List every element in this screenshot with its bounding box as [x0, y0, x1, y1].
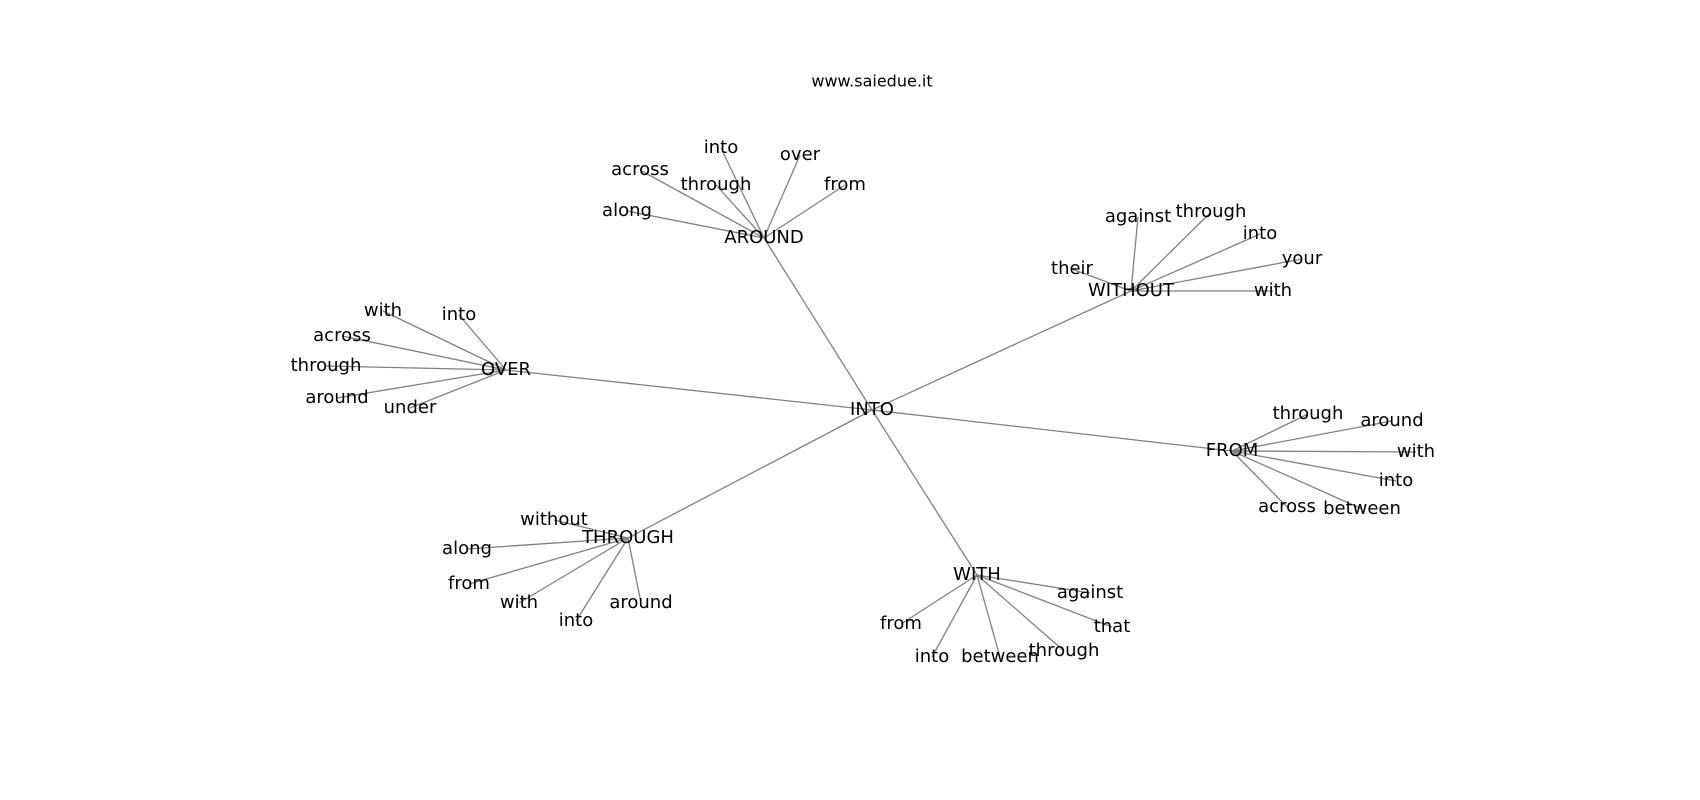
- site-caption: www.saiedue.it: [811, 72, 932, 91]
- edge-from-into: [1231, 450, 1397, 482]
- leaf-node-label-without-their: their: [1051, 258, 1094, 279]
- leaf-node-label-without-against: against: [1105, 206, 1171, 227]
- edge-over-through: [325, 365, 507, 371]
- edge-around-along: [626, 210, 765, 239]
- edge-with-into: [931, 574, 978, 658]
- edge-through-around: [627, 537, 642, 604]
- edge-root-from: [871, 409, 1233, 452]
- edge-over-into: [458, 314, 507, 371]
- edge-from-through: [1231, 413, 1309, 452]
- edge-around-from: [763, 184, 846, 239]
- edge-root-through: [627, 409, 873, 539]
- hub-node-label-through: THROUGH: [581, 527, 674, 548]
- edge-root-with: [871, 409, 978, 576]
- edge-over-under: [409, 369, 507, 409]
- leaf-node-label-without-into: into: [1243, 223, 1277, 244]
- leaf-node-label-through-without: without: [520, 509, 588, 530]
- edge-from-around: [1231, 420, 1393, 452]
- leaf-node-label-with-that: that: [1094, 616, 1131, 637]
- leaf-node-label-around-along: along: [602, 200, 652, 221]
- graph-nodes: INTO AROUND into over across through from along…: [291, 137, 1435, 667]
- hub-node-label-from: FROM: [1206, 440, 1259, 461]
- leaf-node-label-around-over: over: [780, 144, 821, 165]
- root-node-label: INTO: [850, 399, 894, 420]
- leaf-node-label-with-through: through: [1029, 640, 1100, 661]
- edge-from-with: [1231, 450, 1417, 453]
- leaf-node-label-with-from: from: [880, 613, 922, 634]
- edge-through-along: [466, 537, 629, 550]
- leaf-node-label-without-your: your: [1282, 248, 1323, 269]
- edge-around-into: [720, 147, 765, 239]
- graph-edges: [325, 147, 1417, 658]
- leaf-node-label-around-from: from: [824, 174, 866, 195]
- edge-over-across: [341, 335, 507, 371]
- edge-from-between: [1231, 450, 1363, 510]
- leaf-node-label-from-with: with: [1397, 441, 1435, 462]
- edge-root-without: [871, 290, 1132, 411]
- leaf-node-label-over-across: across: [313, 325, 371, 346]
- leaf-node-label-without-through: through: [1176, 201, 1247, 222]
- leaf-node-label-through-along: along: [442, 538, 492, 559]
- leaf-node-label-with-against: against: [1057, 582, 1123, 603]
- edge-from-across: [1231, 450, 1288, 508]
- edge-root-over: [505, 369, 873, 411]
- hub-node-label-around: AROUND: [724, 227, 804, 248]
- edge-without-your: [1130, 258, 1303, 292]
- leaf-node-label-over-through: through: [291, 355, 362, 376]
- leaf-node-label-around-across: across: [611, 159, 669, 180]
- edge-without-their: [1071, 268, 1132, 292]
- edge-with-against: [976, 574, 1091, 594]
- leaf-node-label-through-from: from: [448, 573, 490, 594]
- leaf-node-label-over-with: with: [364, 300, 402, 321]
- edge-through-without: [553, 519, 629, 539]
- leaf-node-label-from-into: into: [1379, 470, 1413, 491]
- leaf-node-label-through-around: around: [609, 592, 672, 613]
- leaf-node-label-over-around: around: [305, 387, 368, 408]
- leaf-node-label-from-between: between: [1323, 498, 1401, 519]
- leaf-node-label-with-between: between: [961, 646, 1039, 667]
- hub-node-label-without: WITHOUT: [1088, 280, 1175, 301]
- edge-with-between: [976, 574, 1001, 658]
- leaf-node-label-around-through: through: [681, 174, 752, 195]
- edge-through-from: [468, 537, 629, 585]
- edge-around-over: [763, 154, 801, 239]
- leaf-node-label-from-through: through: [1273, 403, 1344, 424]
- edge-over-around: [336, 369, 507, 399]
- hub-node-label-with: WITH: [953, 564, 1001, 585]
- edge-with-through: [976, 574, 1065, 652]
- edge-without-through: [1130, 211, 1212, 292]
- edge-without-into: [1130, 233, 1261, 292]
- leaf-node-label-through-with: with: [500, 592, 538, 613]
- edge-with-that: [976, 574, 1113, 628]
- leaf-node-label-without-with: with: [1254, 280, 1292, 301]
- leaf-node-label-through-into: into: [559, 610, 593, 631]
- edge-with-from: [900, 574, 978, 625]
- leaf-node-label-over-under: under: [384, 397, 437, 418]
- leaf-node-label-with-into: into: [915, 646, 949, 667]
- leaf-node-label-around-into: into: [704, 137, 738, 158]
- edge-through-into: [575, 537, 629, 622]
- edge-without-against: [1130, 216, 1139, 292]
- leaf-node-label-from-across: across: [1258, 496, 1316, 517]
- leaf-node-label-over-into: into: [442, 304, 476, 325]
- edge-around-across: [639, 169, 765, 239]
- edge-over-with: [382, 310, 507, 371]
- hub-node-label-over: OVER: [481, 359, 531, 380]
- edge-around-through: [715, 184, 765, 239]
- edge-root-around: [763, 237, 873, 411]
- leaf-node-label-from-around: around: [1360, 410, 1423, 431]
- edge-through-with: [518, 537, 629, 604]
